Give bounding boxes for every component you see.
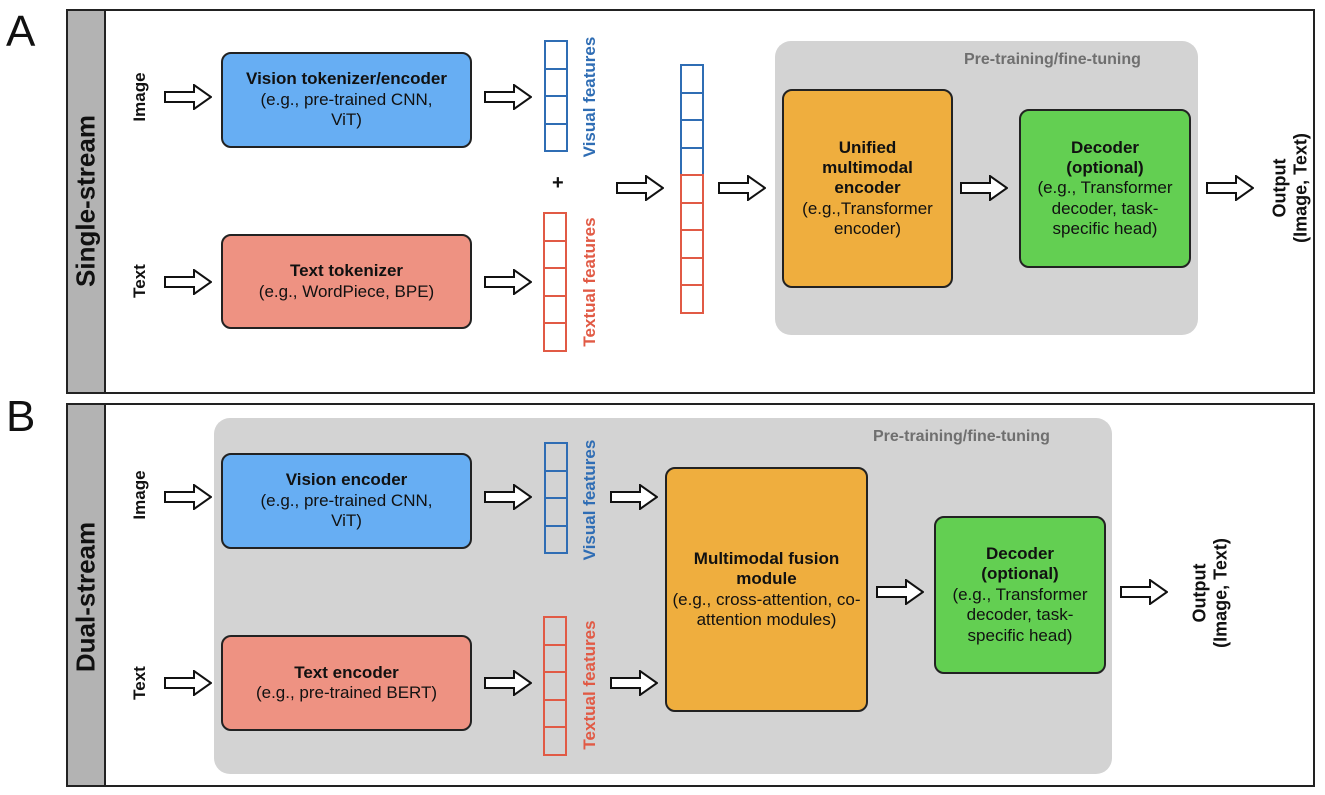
visual-to-fusion-arrow [610,483,659,515]
text-tokenizer-box: Text tokenizer (e.g., WordPiece, BPE) [221,234,472,329]
encoder-to-decoder-arrow [960,174,1009,206]
vision-encoder-box: Vision encoder (e.g., pre-trained CNN, V… [221,453,472,549]
text-to-tokenizer-arrow-a [164,268,213,300]
combined-textual-stack [680,174,704,314]
pretraining-region-label-a: Pre-training/fine-tuning [964,51,1141,68]
fusion-to-decoder-arrow [876,578,925,610]
decoder-to-output-arrow-a [1206,174,1255,206]
decoder-title-a: Decoder (optional) [1066,137,1144,177]
visual-feature-stack-a [544,40,568,152]
fusion-module-title: Multimodal fusion module [693,548,840,589]
text-to-encoder-arrow-b [164,669,213,701]
fusion-module-desc: (e.g., cross-attention, co-attention mod… [672,589,861,629]
dual-stream-label: Dual-stream [70,521,101,673]
decoder-to-output-arrow-b [1120,578,1169,610]
features-to-stack-arrow [616,174,665,206]
output-label-b: Output (Image, Text) [1189,538,1230,648]
decoder-desc-a: (e.g., Transformer decoder, task-specifi… [1037,178,1173,239]
image-input-label-a: Image [130,72,149,122]
unified-encoder-desc: (e.g.,Transformer encoder) [802,198,933,239]
vision-encoder-title: Vision encoder [285,470,408,490]
textual-to-fusion-arrow [610,669,659,701]
image-input-label-b: Image [130,470,149,520]
textual-features-label-b: Textual features [580,620,599,750]
text-input-label-b: Text [130,666,149,700]
output-label-a-line2: (Image, Text) [1290,133,1310,243]
text-tokenizer-desc: (e.g., WordPiece, BPE) [258,281,435,301]
encoder-to-features-arrow-b [484,669,533,701]
output-label-b-line1: Output [1189,563,1210,623]
vision-tokenizer-title: Vision tokenizer/encoder [246,69,447,89]
vision-to-features-arrow-b [484,483,533,515]
pretraining-region-label-b: Pre-training/fine-tuning [873,428,1050,445]
vision-tokenizer-box: Vision tokenizer/encoder (e.g., pre-trai… [221,52,472,148]
unified-encoder-title: Unified multimodal encoder [822,137,913,198]
visual-features-label-b: Visual features [580,439,599,561]
output-label-a: Output (Image, Text) [1269,133,1310,243]
panel-b-letter: B [6,392,36,441]
text-encoder-title: Text encoder [294,662,399,682]
decoder-desc-b: (e.g., Transformer decoder, task-specifi… [952,584,1088,645]
visual-feature-stack-b [544,442,568,554]
visual-features-label-a: Visual features [580,36,599,158]
vision-encoder-desc: (e.g., pre-trained CNN, ViT) [260,490,433,531]
text-encoder-desc: (e.g., pre-trained BERT) [255,683,438,702]
vision-to-features-arrow-a [484,83,533,115]
tokenizer-to-features-arrow-a [484,268,533,300]
single-stream-label: Single-stream [70,115,101,287]
text-input-label-a: Text [130,264,149,298]
textual-features-label-a: Textual features [580,217,599,347]
output-label-a-line1: Output [1269,158,1290,218]
decoder-box-a: Decoder (optional) (e.g., Transformer de… [1019,109,1191,268]
vision-tokenizer-desc: (e.g., pre-trained CNN, ViT) [260,89,433,130]
text-tokenizer-title: Text tokenizer [289,261,404,281]
decoder-title-b: Decoder (optional) [981,544,1059,584]
decoder-box-b: Decoder (optional) (e.g., Transformer de… [934,516,1106,674]
unified-encoder-box: Unified multimodal encoder (e.g.,Transfo… [782,89,953,288]
text-encoder-box: Text encoder (e.g., pre-trained BERT) [221,635,472,731]
panel-a-letter: A [6,7,36,56]
plus-sign: + [552,172,564,194]
output-label-b-line2: (Image, Text) [1210,538,1230,648]
stack-to-encoder-arrow [718,174,767,206]
combined-visual-stack [680,64,704,176]
single-stream-strip [68,11,106,392]
textual-feature-stack-a [543,212,567,352]
dual-stream-strip [68,405,106,785]
fusion-module-box: Multimodal fusion module (e.g., cross-at… [665,467,868,712]
textual-feature-stack-b [543,616,567,756]
image-to-vision-arrow-b [164,483,213,515]
image-to-vision-arrow-a [164,83,213,115]
